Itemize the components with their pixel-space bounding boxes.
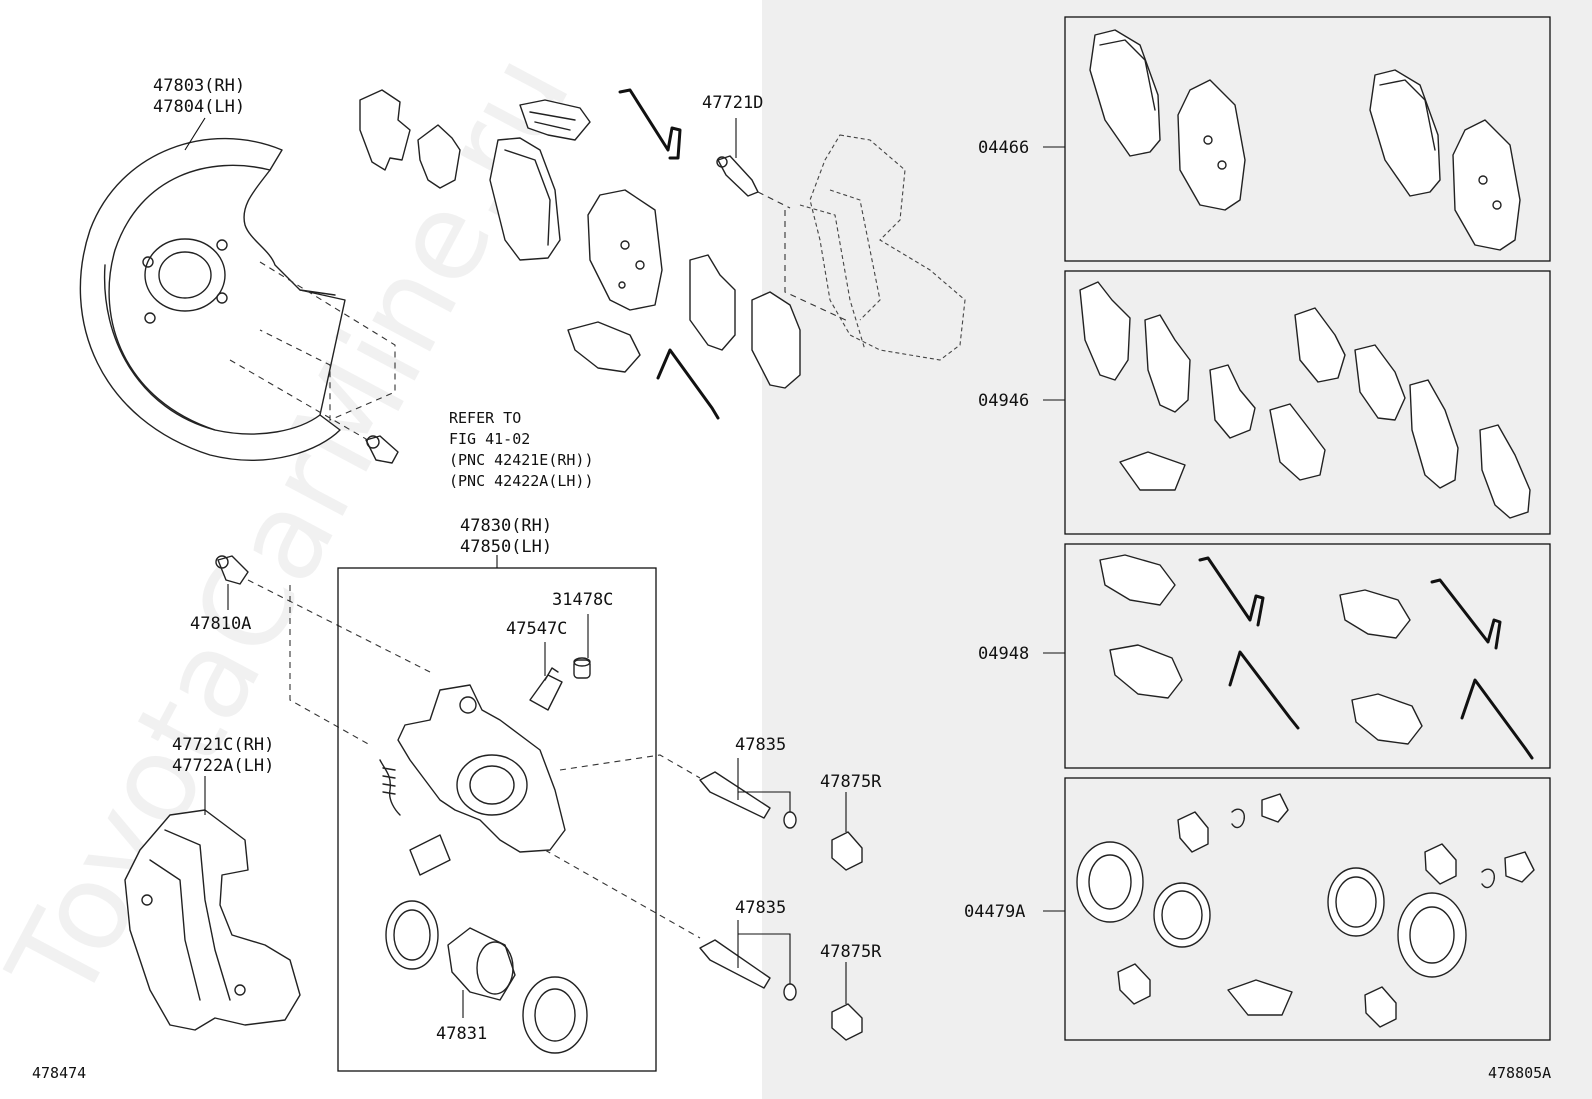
slide-pin-boot-lower[interactable] — [831, 1003, 863, 1041]
slide-pin-lower[interactable] — [699, 939, 797, 1001]
dust-cover-bolt[interactable] — [365, 435, 399, 464]
kit-box-04466[interactable] — [1064, 16, 1551, 262]
kit-04479a-seals-and-boots — [1076, 793, 1535, 1028]
label-47835-lower: 47835 — [735, 898, 786, 918]
slide-pin-upper[interactable] — [699, 771, 797, 829]
piston-seal[interactable] — [385, 900, 439, 970]
brake-pad-outer[interactable] — [587, 189, 663, 311]
brake-pad-inner[interactable] — [489, 137, 561, 261]
mounting-ghost-outline — [799, 134, 966, 361]
pad-support-clip-lower[interactable] — [567, 321, 641, 373]
label-47875r-lower: 47875R — [820, 942, 882, 962]
anti-squeal-shim-upper-left[interactable] — [359, 89, 461, 189]
kit-04948-clips-and-springs — [1099, 554, 1534, 760]
caliper-body[interactable] — [379, 684, 566, 876]
note-refer-to: REFER TO — [449, 409, 521, 427]
kit-code-04466: 04466 — [978, 138, 1029, 158]
note-pnc-lh: (PNC 42422A(LH)) — [449, 472, 594, 490]
kit-code-04948: 04948 — [978, 644, 1029, 664]
kit-code-04946: 04946 — [978, 391, 1029, 411]
disc-brake-mounting[interactable] — [124, 809, 301, 1031]
label-47875r-upper: 47875R — [820, 772, 882, 792]
pad-support-clip-upper[interactable] — [519, 99, 591, 141]
note-fig-ref: FIG 41-02 — [449, 430, 530, 448]
label-47835-upper: 47835 — [735, 735, 786, 755]
cylinder-boot[interactable] — [522, 976, 588, 1054]
label-47722a-lh: 47722A(LH) — [172, 756, 274, 776]
kit-04466-pad-set-2 — [1369, 69, 1521, 251]
bleeder-plug-47547c[interactable] — [529, 667, 563, 711]
kit-box-04946[interactable] — [1064, 270, 1551, 535]
label-47830-rh: 47830(RH) — [460, 516, 552, 536]
label-47810a: 47810A — [190, 614, 251, 634]
label-47850-lh: 47850(LH) — [460, 537, 552, 557]
kit-box-04479a[interactable] — [1064, 777, 1551, 1041]
label-47803-rh: 47803(RH) — [153, 76, 245, 96]
kit-box-04948[interactable] — [1064, 543, 1551, 769]
note-pnc-rh: (PNC 42421E(RH)) — [449, 451, 594, 469]
anti-squeal-shim-lower[interactable] — [689, 254, 801, 389]
piston-47831[interactable] — [447, 927, 516, 1001]
kit-04466-pad-set-1 — [1089, 29, 1246, 211]
slide-pin-boot-upper[interactable] — [831, 831, 863, 871]
bleeder-cap-31478c[interactable] — [573, 657, 591, 679]
dust-cover-plate[interactable] — [79, 137, 346, 461]
bolt-47810a[interactable] — [215, 555, 249, 585]
anti-rattle-spring-lower[interactable] — [656, 348, 720, 420]
label-47547c: 47547C — [506, 619, 567, 639]
anti-rattle-spring-upper[interactable] — [618, 88, 682, 160]
label-31478c: 31478C — [552, 590, 613, 610]
bolt-47721d[interactable] — [716, 155, 759, 197]
label-47721d: 47721D — [702, 93, 763, 113]
label-47804-lh: 47804(LH) — [153, 97, 245, 117]
label-47831: 47831 — [436, 1024, 487, 1044]
kit-04946-shims — [1079, 281, 1531, 519]
label-47721c-rh: 47721C(RH) — [172, 735, 274, 755]
right-diagram-id: 478805A — [1488, 1064, 1551, 1082]
left-diagram-id: 478474 — [32, 1064, 86, 1082]
kit-code-04479a: 04479A — [964, 902, 1025, 922]
